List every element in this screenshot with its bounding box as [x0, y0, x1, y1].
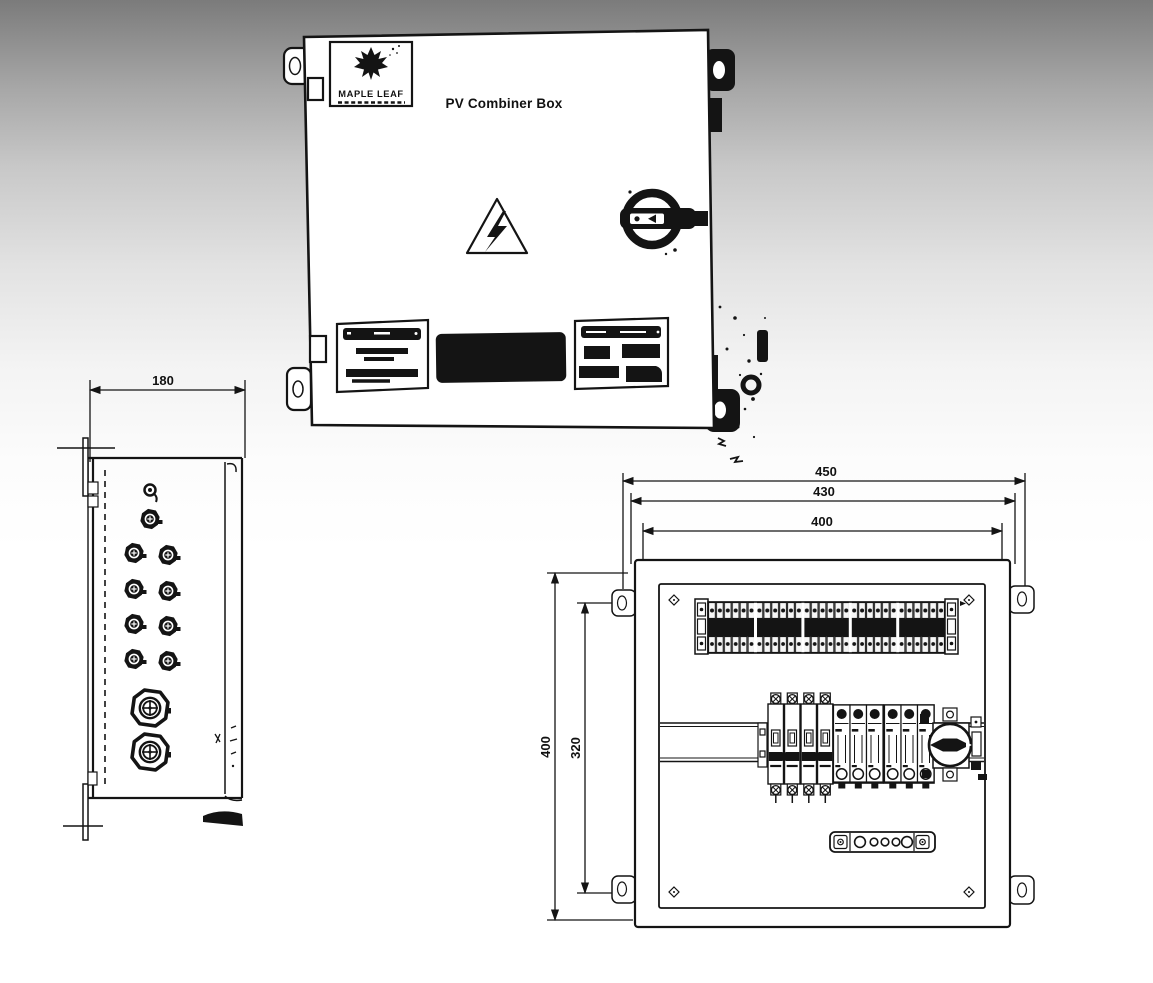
spd-pole: [865, 704, 884, 790]
mounting-plate: [658, 583, 986, 909]
ink-marks: [203, 725, 243, 826]
mounting-ear-top-right: [1008, 585, 1035, 614]
ink-splatter: [716, 305, 768, 464]
spd-pole: [883, 704, 902, 790]
cable-gland-icon: [122, 541, 148, 565]
front-view: MAPLE LEAF PV Combiner Box: [282, 28, 768, 464]
dim-width-label: 180: [152, 373, 174, 388]
side-step-tab-top: [306, 76, 325, 102]
spd-pole: [849, 704, 868, 790]
label-plate-left: [335, 318, 430, 394]
dim-mounting-height: 320: [568, 601, 638, 895]
dim-mounting-width-label: 430: [813, 484, 835, 499]
cable-gland-icon: [122, 647, 148, 671]
fuse-holder: [783, 691, 802, 805]
mounting-ear-bottom-right: [1008, 875, 1035, 905]
dim-body-width-label: 400: [811, 514, 833, 529]
side-view: 180: [57, 373, 247, 841]
fuse-holder: [799, 691, 818, 805]
rotary-disconnect-switch: [920, 707, 987, 782]
dim-mounting-height-label: 320: [568, 737, 583, 759]
terminal-end-bracket-left: [694, 598, 709, 655]
cable-gland-icon: [156, 614, 182, 638]
label-plate-right: [573, 316, 670, 391]
cable-gland-icon: [138, 507, 164, 531]
dim-overall-width: 450: [621, 464, 1027, 589]
terminal-block-row: [694, 598, 966, 655]
internal-view: 450 430 400 400 320: [538, 464, 1035, 929]
terminal-end-bracket-right: [944, 598, 959, 655]
pe-busbar: [829, 831, 936, 853]
brand-text: MAPLE LEAF: [338, 89, 403, 99]
front-title: PV Combiner Box: [445, 96, 562, 111]
display-window: [435, 332, 567, 383]
fuse-holder: [816, 691, 835, 805]
rotary-switch-front: [620, 188, 708, 256]
cable-gland-large-icon: [128, 730, 173, 774]
mounting-ear-bottom-left: [285, 366, 313, 412]
dim-overall-height-label: 400: [538, 736, 553, 758]
maple-leaf-icon: [354, 47, 388, 80]
vent-knob: [143, 483, 158, 503]
dim-overall-height: 400: [538, 571, 633, 922]
rail-end-clamp: [757, 722, 768, 768]
dim-mounting-width: 430: [629, 484, 1017, 564]
cable-gland-icon: [156, 579, 182, 603]
rotary-handle: [930, 738, 970, 752]
spd-pole: [900, 704, 919, 790]
cable-gland-large-icon: [128, 686, 173, 730]
cable-gland-icon: [122, 577, 148, 601]
high-voltage-warning-icon: [465, 197, 529, 255]
logo-plate: MAPLE LEAF: [328, 40, 414, 108]
dim-overall-width-label: 450: [815, 464, 837, 479]
corner-screws: [668, 594, 975, 898]
enclosure-side-outline: [87, 456, 244, 800]
lightning-bolt-icon: [485, 211, 507, 252]
wall-bracket-bottom: [63, 771, 103, 841]
cable-gland-icon: [122, 612, 148, 636]
cable-gland-icon: [156, 649, 182, 673]
side-step-tab-bottom: [308, 334, 328, 364]
cable-gland-icon: [156, 543, 182, 567]
mounting-ear-bottom-left: [611, 875, 637, 904]
spd-pole: [832, 704, 851, 790]
spd-module-group-1: [832, 704, 884, 790]
mounting-ear-top-right: [705, 49, 735, 132]
fuse-holder: [766, 691, 785, 805]
wall-bracket-top: [57, 437, 115, 508]
mounting-ear-top-left: [611, 589, 637, 617]
